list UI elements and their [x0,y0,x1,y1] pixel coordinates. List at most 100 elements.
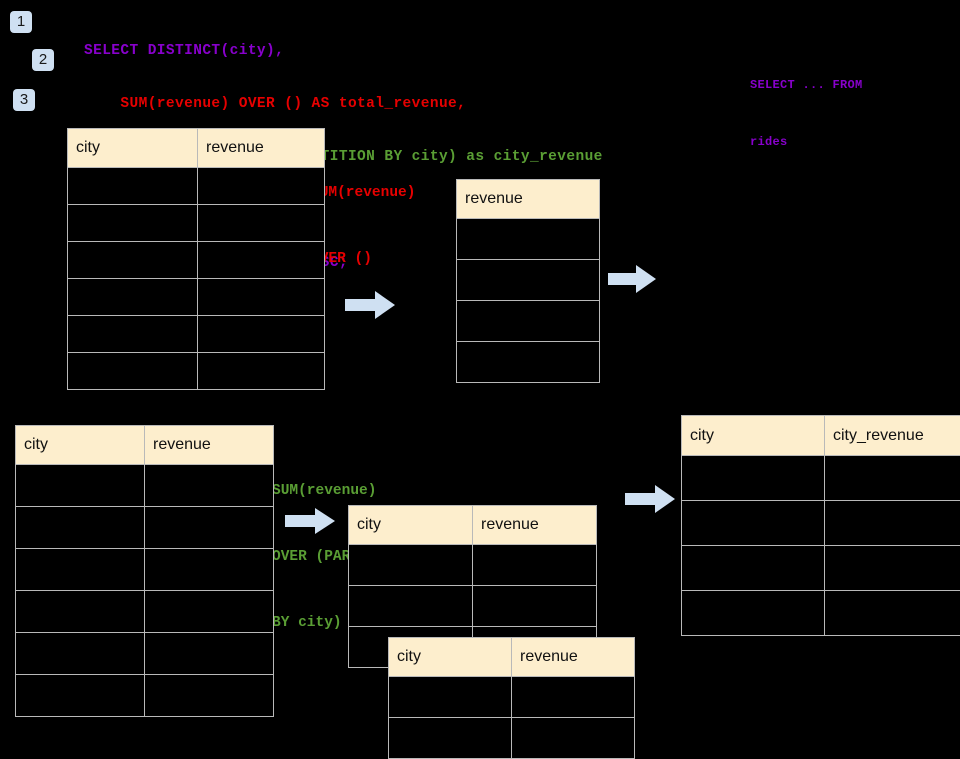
aux-sql-line-2: rides [750,133,863,152]
table-row [682,456,960,501]
table-cell [473,545,597,586]
table-row [389,677,635,718]
table-cell [682,546,825,591]
arrow-partition-to-result [625,485,675,513]
column-header-revenue: revenue [198,129,325,168]
table-header-row: revenue [457,180,600,219]
table-cell [457,260,600,301]
column-header-city: city [682,416,825,456]
step-badge-1: 1 [10,11,32,33]
table-cell [16,591,145,633]
column-header-revenue: revenue [457,180,600,219]
table-cell [198,205,325,242]
table-cell [16,633,145,675]
table-cell [198,168,325,205]
table-cell [198,316,325,353]
table-row [682,591,960,636]
table-cell [473,586,597,627]
table-cell [68,353,198,390]
column-header-city: city [68,129,198,168]
annotation-city-revenue-line-1: SUM(revenue) [272,480,403,502]
table-cell [68,316,198,353]
column-header-city: city [349,506,473,545]
table-row [16,465,274,507]
table-cell [16,507,145,549]
table-cell [349,586,473,627]
annotation-total-revenue-line-1: SUM(revenue) [311,182,415,204]
table-cell [825,456,960,501]
step-badge-3-label: 3 [20,91,28,108]
table-cell [682,591,825,636]
column-header-revenue: revenue [145,426,274,465]
sql-line-2: SUM(revenue) OVER () AS total_revenue, [84,96,603,117]
table-row [68,168,325,205]
table-cell [349,545,473,586]
table-row [457,342,600,383]
table-result: city city_revenue [681,415,960,636]
table-cell [389,718,512,759]
table-partition-b: city revenue [388,637,635,759]
table-cell [68,242,198,279]
table-cell [457,342,600,383]
table-cell [457,219,600,260]
table-cell [145,675,274,717]
table-row [16,633,274,675]
step-badge-3: 3 [13,89,35,111]
table-row [457,301,600,342]
table-cell [825,591,960,636]
table-cell [145,465,274,507]
table-row [68,205,325,242]
aux-sql-line-1: SELECT ... FROM [750,76,863,95]
table-row [389,718,635,759]
step-badge-2-label: 2 [39,51,47,68]
aux-sql-block: SELECT ... FROM rides [750,38,863,171]
table-row [16,591,274,633]
table-cell [68,205,198,242]
table-cell [682,501,825,546]
column-header-city-revenue: city_revenue [825,416,960,456]
arrow-total-to-result [608,265,656,293]
table-cell [198,353,325,390]
column-header-revenue: revenue [473,506,597,545]
table-cell [68,279,198,316]
table-header-row: city revenue [16,426,274,465]
table-cell [16,465,145,507]
table-header-row: city revenue [389,638,635,677]
annotation-total-revenue: SUM(revenue) OVER () [311,138,415,292]
table-cell [198,279,325,316]
table-row [16,549,274,591]
table-row [682,546,960,591]
table-row [349,545,597,586]
sql-line-1: SELECT DISTINCT(city), [84,43,603,64]
column-header-city: city [389,638,512,677]
table-source-top: city revenue [67,128,325,390]
table-row [68,353,325,390]
step-badge-2: 2 [32,49,54,71]
table-cell [16,675,145,717]
column-header-city: city [16,426,145,465]
column-header-revenue: revenue [512,638,635,677]
table-cell [825,501,960,546]
table-row [16,507,274,549]
table-cell [682,456,825,501]
table-cell [145,507,274,549]
table-row [16,675,274,717]
table-cell [457,301,600,342]
table-cell [16,549,145,591]
table-header-row: city revenue [349,506,597,545]
table-row [68,316,325,353]
table-row [457,260,600,301]
table-cell [145,633,274,675]
table-header-row: city city_revenue [682,416,960,456]
table-cell [68,168,198,205]
table-row [68,242,325,279]
table-cell [512,718,635,759]
arrow-source-to-partition [285,508,335,534]
table-cell [198,242,325,279]
table-cell [512,677,635,718]
table-total-revenue: revenue [456,179,600,383]
table-row [457,219,600,260]
table-cell [145,549,274,591]
table-row [68,279,325,316]
step-badge-1-label: 1 [17,13,25,30]
